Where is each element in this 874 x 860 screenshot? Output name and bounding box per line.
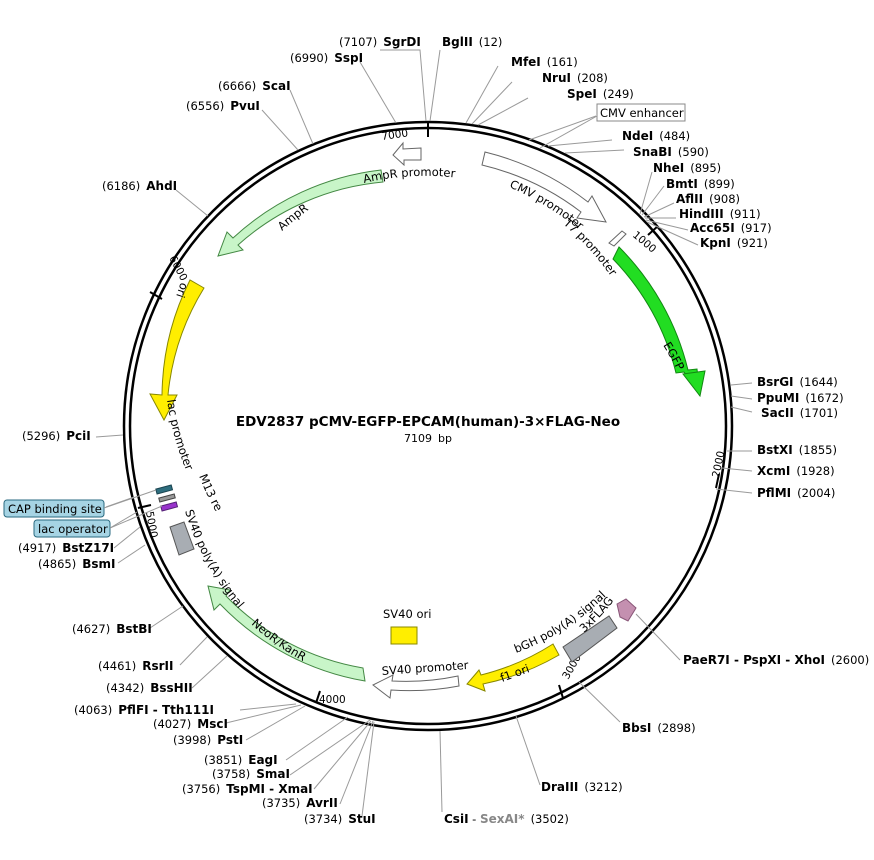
tick-2000: 2000 (710, 450, 727, 479)
tick-5000: 5000 (143, 510, 159, 538)
site-pflmi: PflMI(2004) (757, 486, 835, 500)
site-nhei: NheI(895) (653, 161, 721, 175)
site-scai: (6666)ScaI (218, 79, 291, 93)
site-bstxi: BstXI(1855) (757, 443, 837, 457)
site-spei: SpeI(249) (567, 87, 634, 101)
site-snabi: SnaBI(590) (633, 145, 709, 159)
plasmid-title: EDV2837 pCMV-EGFP-EPCAM(human)-3×FLAG-Ne… (236, 414, 620, 430)
site-nrui: NruI(208) (542, 71, 608, 85)
ticks (137, 121, 720, 704)
box-lac-operator (33, 519, 111, 538)
feature-3xflag (616, 598, 637, 622)
site-csii: CsiI - SexAI*(3502) (444, 812, 569, 826)
label-ori: ori (173, 281, 191, 300)
feature-m13-marker (158, 493, 176, 503)
site-paer7i: PaeR7I - PspXI - XhoI(2600) (683, 653, 869, 667)
site-rsrii: (4461)RsrII (98, 659, 173, 673)
tick-7000: 7000 (381, 127, 409, 143)
box-cap-binding (3, 499, 105, 518)
feature-cmv-promoter (481, 151, 607, 223)
box-lac-operator-label: lac operator (38, 522, 108, 536)
site-stui: (3734)StuI (304, 812, 376, 826)
feature-ori (149, 279, 205, 422)
site-bbsi: BbsI(2898) (622, 721, 696, 735)
feature-bgh-polya (562, 615, 618, 663)
site-draiii: DraIII(3212) (541, 780, 623, 794)
site-bglii: BglII(12) (442, 35, 502, 49)
site-ndei: NdeI(484) (622, 129, 690, 143)
site-smai: (3758)SmaI (212, 767, 290, 781)
feature-ampr-promoter (392, 141, 422, 167)
site-psti: (3998)PstI (173, 733, 243, 747)
site-sspi: (6990)SspI (290, 51, 363, 65)
site-hindiii: HindIII(911) (679, 207, 761, 221)
site-acc65i: Acc65I(917) (690, 221, 772, 235)
site-pvui: (6556)PvuI (186, 99, 260, 113)
feature-egfp-head (682, 370, 706, 398)
label-lac-promoter: lac promoter (164, 398, 197, 472)
label-sv40-promoter: SV40 promoter (381, 658, 469, 678)
features (149, 141, 706, 699)
label-t7-promoter: T7 promoter (560, 215, 620, 279)
tick-4000: 4000 (319, 694, 346, 706)
site-ppumi: PpuMI(1672) (757, 391, 844, 405)
feature-cap-marker (155, 484, 174, 495)
label-f1-ori: f1 ori (498, 661, 531, 684)
site-avrii: (3735)AvrII (262, 796, 338, 810)
feature-t7-promoter (608, 230, 627, 247)
box-cmv-enhancer-label: CMV enhancer (600, 106, 684, 120)
site-mfei: MfeI(161) (511, 55, 578, 69)
label-ampr-promoter: AmpR promoter (362, 165, 457, 186)
box-cap-binding-label: CAP binding site (8, 502, 102, 516)
site-aflii: AflII(908) (676, 192, 740, 206)
site-bmti: BmtI(899) (666, 177, 735, 191)
feature-sv40-polya (169, 521, 195, 556)
leader-lines (95, 49, 753, 817)
site-sgrdi: (7107)SgrDI (339, 35, 421, 49)
site-tspmi: (3756)TspMI - XmaI (182, 782, 313, 796)
site-sacii: SacII(1701) (761, 406, 838, 420)
site-bstbi: (4627)BstBI (72, 622, 152, 636)
box-cmv-enhancer (596, 103, 686, 122)
site-pcii: (5296)PciI (22, 429, 91, 443)
site-ahdi: (6186)AhdI (102, 179, 177, 193)
site-bsmi: (4865)BsmI (38, 557, 116, 571)
feature-sv40-ori (390, 626, 418, 645)
site-eagi: (3851)EagI (204, 753, 278, 767)
site-bsshii: (4342)BssHII (106, 681, 193, 695)
restriction-sites: (7107)SgrDI BglII(12) (6990)SspI MfeI(16… (18, 35, 869, 826)
feature-ampr (217, 169, 384, 257)
feature-labels: CMV promoter T7 promoter EGFP 3xFLAG bGH… (0, 0, 687, 685)
site-kpni: KpnI(921) (700, 236, 768, 250)
label-sv40-ori: SV40 ori (383, 607, 431, 621)
site-pflfi: (4063)PflFI - Tth111I (74, 703, 214, 717)
feature-sv40-promoter (372, 674, 460, 699)
label-neor-kanr: NeoR/KanR (249, 616, 309, 664)
feature-f1-ori (466, 643, 560, 692)
site-bsrgi: BsrGI(1644) (757, 375, 838, 389)
feature-neor-kanr (207, 585, 366, 682)
feature-lac-marker (160, 501, 179, 512)
site-msci: (4027)MscI (153, 717, 228, 731)
site-bstz17i: (4917)BstZ17I (18, 541, 114, 555)
site-xcmi: XcmI(1928) (757, 464, 835, 478)
